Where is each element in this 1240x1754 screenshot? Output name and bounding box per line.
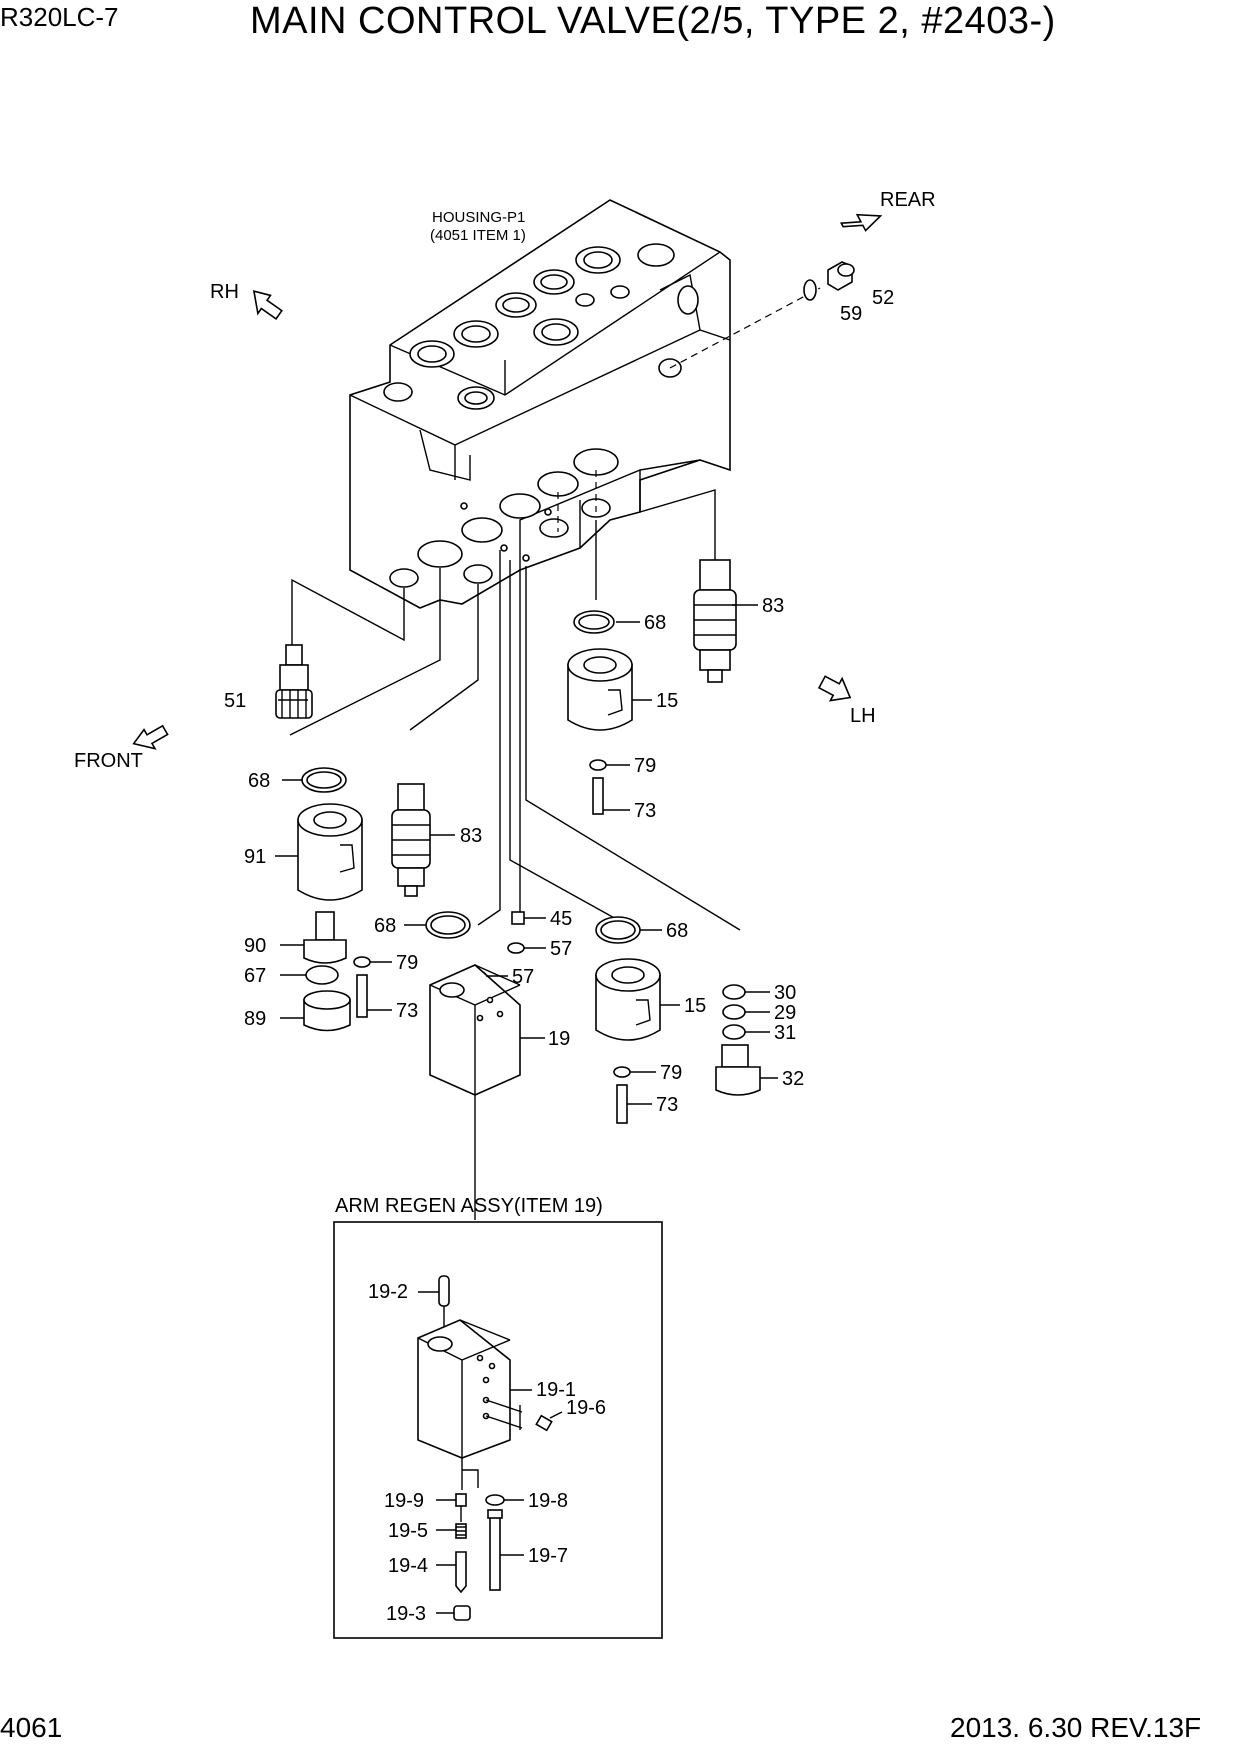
- o-ring-57-upper: [507, 942, 525, 954]
- direction-rear: REAR: [880, 189, 936, 211]
- callout-19-8: 19-8: [528, 1490, 568, 1512]
- o-ring-68-center-inner: [430, 915, 466, 935]
- o-ring-67: [305, 965, 339, 985]
- cover-15-upper: [567, 648, 633, 731]
- housing-p1: [349, 199, 731, 609]
- callout-79-lower: 79: [660, 1062, 682, 1084]
- lh-arrow-icon: [817, 675, 852, 702]
- arm-regen-block-19: [429, 964, 521, 1096]
- callout-19-5: 19-5: [388, 1520, 428, 1542]
- housing-label: HOUSING-P1: [432, 209, 525, 226]
- callout-19-2: 19-2: [368, 1281, 408, 1303]
- callout-89: 89: [244, 1008, 266, 1030]
- callout-19-4: 19-4: [388, 1555, 428, 1577]
- callout-79-upper: 79: [634, 755, 656, 777]
- callout-30: 30: [774, 982, 796, 1004]
- o-ring-29: [722, 1004, 746, 1020]
- callout-83-right: 83: [762, 595, 784, 617]
- plug-19-9: [455, 1493, 467, 1507]
- callout-32: 32: [782, 1068, 804, 1090]
- direction-lh: LH: [850, 705, 876, 727]
- callout-68-center: 68: [374, 915, 396, 937]
- callout-51: 51: [224, 690, 246, 712]
- connection-lines: [289, 287, 821, 1220]
- callout-91: 91: [244, 846, 266, 868]
- bolt-73-lower: [616, 1084, 628, 1124]
- washer-19-8: [485, 1494, 505, 1506]
- callout-15-lower: 15: [684, 995, 706, 1017]
- callout-19: 19: [548, 1028, 570, 1050]
- callout-19-9: 19-9: [384, 1490, 424, 1512]
- rear-arrow-icon: [840, 213, 883, 232]
- valve-83-center: [391, 783, 431, 897]
- valve-83-right: [693, 559, 737, 683]
- callout-68-top: 68: [644, 612, 666, 634]
- housing-ref-label: (4051 ITEM 1): [430, 227, 526, 244]
- fitting-51: [275, 644, 313, 719]
- o-ring-68-top-inner: [578, 614, 610, 630]
- o-ring-59: [803, 279, 817, 301]
- plug-45: [511, 911, 525, 925]
- model-label: R320LC-7: [0, 2, 119, 32]
- callout-19-6: 19-6: [566, 1397, 606, 1419]
- callout-73-upper: 73: [634, 800, 656, 822]
- callout-19-3: 19-3: [386, 1603, 426, 1625]
- callout-19-7: 19-7: [528, 1545, 568, 1567]
- plug-89: [303, 990, 351, 1032]
- callout-73-left: 73: [396, 1000, 418, 1022]
- callout-90: 90: [244, 935, 266, 957]
- page-number: 4061: [0, 1712, 63, 1743]
- rh-arrow-icon: [252, 290, 283, 320]
- o-ring-30: [722, 984, 746, 1000]
- callout-19-1: 19-1: [536, 1379, 576, 1401]
- callout-31: 31: [774, 1022, 796, 1044]
- callout-52: 52: [872, 287, 894, 309]
- cover-15-lower: [595, 958, 661, 1041]
- plug-19-3: [453, 1605, 471, 1621]
- plug-90: [303, 911, 347, 964]
- bolt-19-7: [489, 1513, 501, 1591]
- washer-79-lower: [613, 1066, 631, 1078]
- bolt-73-left: [356, 974, 368, 1018]
- plug-19-6: [535, 1414, 553, 1432]
- callout-83-center: 83: [460, 825, 482, 847]
- washer-79-upper: [589, 759, 607, 771]
- o-ring-68-left-inner: [306, 771, 342, 789]
- poppet-19-4: [455, 1551, 467, 1594]
- callout-68-right: 68: [666, 920, 688, 942]
- direction-front: FRONT: [74, 750, 143, 772]
- inset-title: ARM REGEN ASSY(ITEM 19): [335, 1195, 603, 1217]
- front-arrow-icon: [132, 724, 169, 750]
- o-ring-31: [722, 1024, 746, 1040]
- callout-68-left: 68: [248, 770, 270, 792]
- revision-date: 2013. 6.30 REV.13F: [950, 1712, 1202, 1743]
- callout-45: 45: [550, 908, 572, 930]
- callout-29: 29: [774, 1002, 796, 1024]
- bolt-73-upper: [592, 777, 604, 815]
- page-title: MAIN CONTROL VALVE(2/5, TYPE 2, #2403-): [250, 0, 1056, 42]
- callout-57-upper: 57: [550, 938, 572, 960]
- direction-rh: RH: [210, 281, 239, 303]
- o-ring-68-right-inner: [600, 920, 636, 940]
- callout-67: 67: [244, 965, 266, 987]
- pin-19-2: [438, 1275, 450, 1307]
- washer-79-left: [353, 956, 371, 968]
- callout-59: 59: [840, 303, 862, 325]
- plug-52: [827, 261, 855, 291]
- callout-79-left: 79: [396, 952, 418, 974]
- callout-15-upper: 15: [656, 690, 678, 712]
- inset-arm-regen-assy: ARM REGEN ASSY(ITEM 19): [333, 1195, 663, 1639]
- cover-91: [297, 803, 363, 901]
- plug-32: [715, 1044, 761, 1096]
- callout-57-lower: 57: [512, 966, 534, 988]
- callout-73-lower: 73: [656, 1094, 678, 1116]
